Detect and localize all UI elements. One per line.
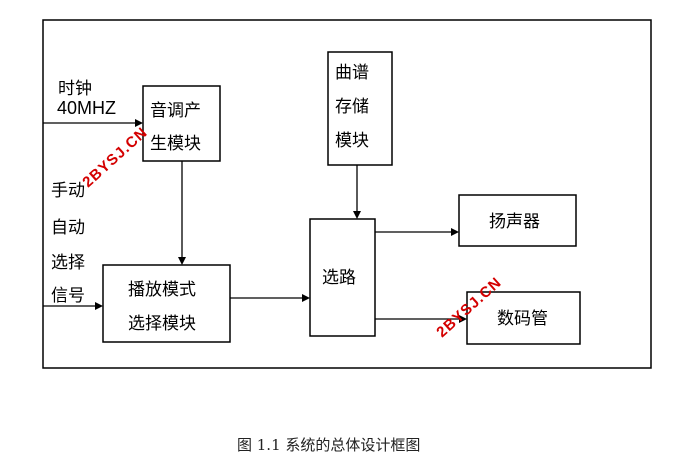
speaker-label: 扬声器 [489,212,540,232]
score-to-router-arrow [353,211,361,219]
play-mode-label-1: 播放模式 [128,280,196,300]
router-label: 选路 [322,268,356,288]
manual-label-3: 选择 [51,253,85,273]
diagram-frame [42,19,652,369]
play-mode-select-block [102,264,231,343]
display-label: 数码管 [497,309,548,329]
manual-label-2: 自动 [51,218,85,238]
manual-to-play-arrow [95,302,103,310]
clock-label: 时钟 [58,79,92,99]
tone-generator-label-2: 生模块 [150,134,201,154]
score-storage-label-1: 曲谱 [335,63,369,83]
manual-label-1: 手动 [51,181,85,201]
tone-generator-label-1: 音调产 [150,101,201,121]
speaker-block [458,194,577,247]
score-storage-label-3: 模块 [335,131,369,151]
watermark-left: 2BYSJ.CN [79,124,151,191]
figure-caption: 图 1.1 系统的总体设计框图 [237,436,420,454]
play-mode-label-2: 选择模块 [128,314,196,334]
display-block [466,291,581,345]
play-to-router-arrow [302,294,310,302]
router-to-speaker-arrow [451,228,459,236]
score-storage-label-2: 存储 [335,97,369,117]
clock-to-tone-arrow [135,119,143,127]
score-storage-block [327,51,393,166]
clock-frequency-label: 40MHZ [57,98,116,118]
router-block [309,218,376,337]
manual-label-4: 信号 [51,286,85,306]
router-to-display-arrow [459,315,467,323]
tone-to-play-arrow [178,257,186,265]
